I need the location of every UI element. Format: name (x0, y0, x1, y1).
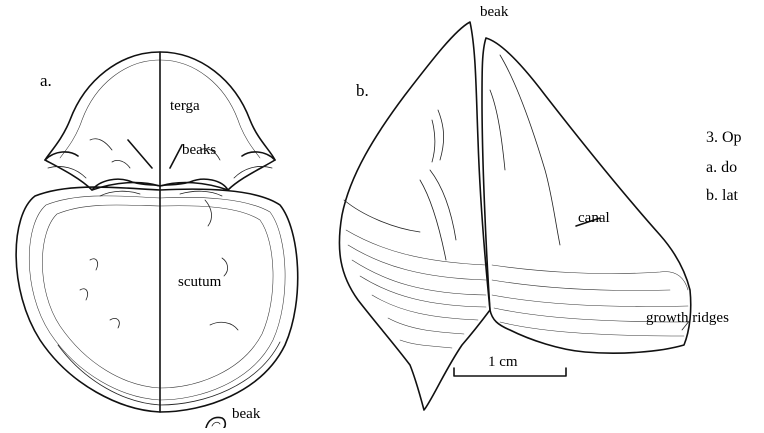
scale-bar-label: 1 cm (488, 354, 518, 370)
caption-line-3: b. lat (706, 187, 739, 204)
canal-label: canal (578, 210, 610, 226)
terga-label: terga (170, 98, 200, 114)
beak-label-bottom: beak (232, 406, 261, 422)
growth-ridge-lines (344, 170, 688, 348)
lateral-tergum-outline (482, 38, 691, 353)
panel-a-drawing (16, 52, 298, 412)
growth-ridges-label: growth ridges (646, 310, 729, 326)
caption-line-1: 3. Op (706, 129, 742, 146)
scutum-label: scutum (178, 274, 222, 290)
caption-line-2: a. do (706, 159, 737, 176)
beak-label-top: beak (480, 4, 509, 20)
panel-b-drawing (339, 22, 690, 410)
beaks-label: beaks (182, 142, 216, 158)
panel-b-letter: b. (356, 81, 369, 100)
scutum-outline (16, 187, 298, 412)
panel-a-letter: a. (40, 71, 52, 90)
